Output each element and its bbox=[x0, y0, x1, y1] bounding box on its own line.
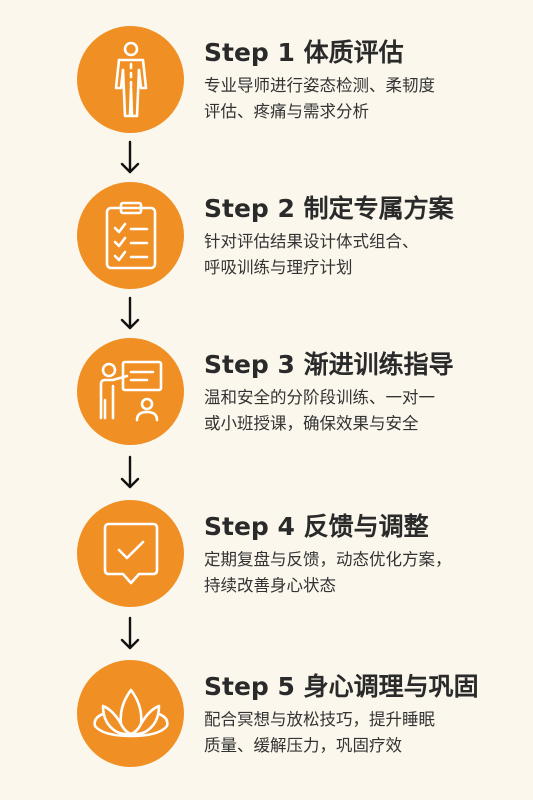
step-3-description: 温和安全的分阶段训练、一对一 或小班授课，确保效果与安全 bbox=[204, 385, 524, 437]
step-1-desc-line-2: 评估、疼痛与需求分析 bbox=[204, 102, 369, 121]
step-5-desc-line-2: 质量、缓解压力，巩固疗效 bbox=[204, 736, 402, 755]
step-3-circle bbox=[77, 338, 184, 445]
step-1-desc-line-1: 专业导师进行姿态检测、柔韧度 bbox=[204, 76, 435, 95]
step-2-circle bbox=[77, 182, 184, 289]
clipboard-checklist-icon bbox=[105, 201, 156, 269]
step-2-desc-line-2: 呼吸训练与理疗计划 bbox=[204, 258, 353, 277]
step-5-circle bbox=[77, 660, 184, 767]
step-1-circle bbox=[77, 26, 184, 133]
lotus-icon bbox=[92, 688, 169, 737]
step-5: Step 5 身心调理与巩固 配合冥想与放松技巧，提升睡眠 质量、缓解压力，巩固… bbox=[0, 660, 533, 790]
step-4: Step 4 反馈与调整 定期复盘与反馈，动态优化方案， 持续改善身心状态 bbox=[0, 500, 533, 630]
step-2-desc-line-1: 针对评估结果设计体式组合、 bbox=[204, 232, 419, 251]
step-2-title: Step 2 制定专属方案 bbox=[204, 194, 454, 223]
step-4-description: 定期复盘与反馈，动态优化方案， 持续改善身心状态 bbox=[204, 547, 524, 599]
step-3-title: Step 3 渐进训练指导 bbox=[204, 350, 454, 379]
step-5-description: 配合冥想与放松技巧，提升睡眠 质量、缓解压力，巩固疗效 bbox=[204, 707, 524, 759]
arrow-down-icon bbox=[120, 140, 140, 174]
arrow-down-icon bbox=[120, 616, 140, 650]
step-1: Step 1 体质评估 专业导师进行姿态检测、柔韧度 评估、疼痛与需求分析 bbox=[0, 26, 533, 156]
step-5-desc-line-1: 配合冥想与放松技巧，提升睡眠 bbox=[204, 710, 435, 729]
step-3: Step 3 渐进训练指导 温和安全的分阶段训练、一对一 或小班授课，确保效果与… bbox=[0, 338, 533, 468]
arrow-down-icon bbox=[120, 455, 140, 489]
step-3-desc-line-1: 温和安全的分阶段训练、一对一 bbox=[204, 388, 435, 407]
step-2: Step 2 制定专属方案 针对评估结果设计体式组合、 呼吸训练与理疗计划 bbox=[0, 182, 533, 312]
step-4-circle bbox=[77, 500, 184, 607]
step-2-description: 针对评估结果设计体式组合、 呼吸训练与理疗计划 bbox=[204, 229, 524, 281]
teacher-presentation-icon bbox=[99, 360, 162, 421]
step-4-desc-line-2: 持续改善身心状态 bbox=[204, 576, 336, 595]
human-body-icon bbox=[114, 41, 147, 117]
feedback-check-icon bbox=[103, 522, 158, 584]
step-4-title: Step 4 反馈与调整 bbox=[204, 512, 429, 541]
step-4-desc-line-1: 定期复盘与反馈，动态优化方案， bbox=[204, 550, 452, 569]
arrow-down-icon bbox=[120, 296, 140, 330]
step-3-desc-line-2: 或小班授课，确保效果与安全 bbox=[204, 414, 419, 433]
step-5-title: Step 5 身心调理与巩固 bbox=[204, 672, 479, 701]
step-1-title: Step 1 体质评估 bbox=[204, 38, 404, 67]
step-1-description: 专业导师进行姿态检测、柔韧度 评估、疼痛与需求分析 bbox=[204, 73, 524, 125]
